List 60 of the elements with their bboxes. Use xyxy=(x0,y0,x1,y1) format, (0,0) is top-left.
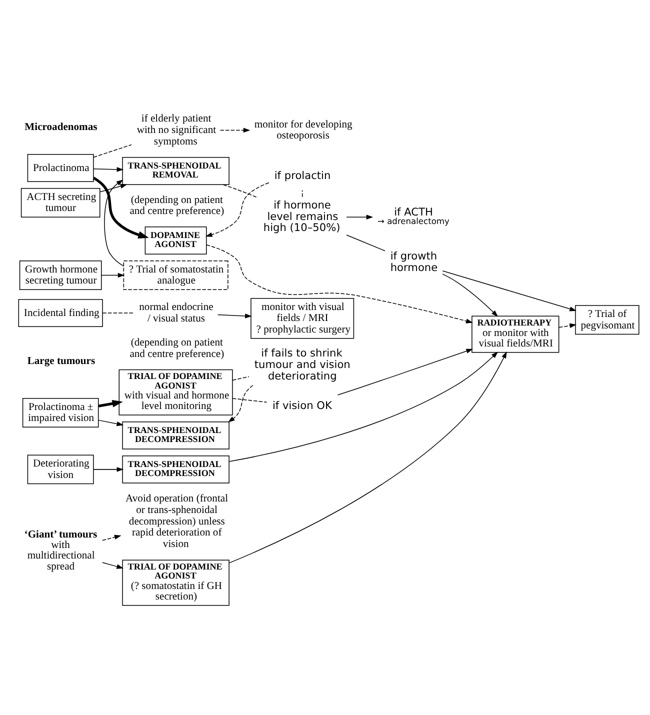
connector xyxy=(232,376,250,380)
label: (depending on patient and centre preference) xyxy=(130,337,224,360)
node-box: RADIOTHERAPY or monitor with visual fields/MRI xyxy=(472,315,560,352)
arrow xyxy=(337,348,473,395)
connector xyxy=(102,312,134,313)
node-text: normal endocrine / visual status xyxy=(139,302,214,324)
connector xyxy=(222,184,258,198)
arrow xyxy=(104,179,124,266)
node-text: if fails to shrink tumour and vision deteriorating xyxy=(254,347,350,382)
node-text: ‘Giant’ tumours with multidirectional spread xyxy=(24,529,98,572)
node-box: Deteriorating vision xyxy=(27,454,94,484)
node-text: Avoid operation (frontal or trans-sphenoidal decompression) unless rapid deterioration of vision xyxy=(126,493,228,550)
node-text: if ACTH → adrenalectomy xyxy=(378,206,450,226)
arrow xyxy=(102,534,122,540)
node-box: ACTH secreting tumour xyxy=(20,188,100,217)
arrow xyxy=(98,399,123,407)
arrow xyxy=(228,350,507,563)
node-box: Prolactinoma xyxy=(27,154,94,182)
arrow xyxy=(93,166,124,172)
arrow xyxy=(100,183,128,192)
connector xyxy=(232,398,268,402)
node-text: if growth hormone xyxy=(390,250,438,274)
arrow xyxy=(102,562,124,568)
arrow xyxy=(228,351,498,462)
arrow xyxy=(92,176,149,238)
node-text: if vision OK xyxy=(272,399,332,412)
node-box: TRIAL OF DOPAMINE AGONIST with visual and hormone level monitoring xyxy=(118,368,233,415)
arrow xyxy=(93,466,124,472)
node-box: TRANS-SPHENOIDAL DECOMPRESSION xyxy=(122,454,230,483)
node-box: TRIAL OF DOPAMINE AGONIST (? somatostatin if GH secretion) xyxy=(122,559,230,606)
node-box: ? Trial of pegvisomant xyxy=(575,304,640,334)
label: Large tumours xyxy=(27,356,96,367)
connector xyxy=(93,144,132,158)
node-box: Growth hormone secreting tumour xyxy=(19,260,102,290)
node-text: if elderly patient with no significant symptoms xyxy=(136,113,216,147)
node-text: monitor for developing osteoporosis xyxy=(254,118,352,142)
node-text: if prolactin xyxy=(274,170,331,182)
node-text: if hormone level remains high (10–50%) xyxy=(263,199,340,234)
arrow xyxy=(206,244,473,323)
label: Microadenomas xyxy=(24,121,98,132)
arrow xyxy=(217,313,252,318)
arrow xyxy=(558,322,577,328)
node-box: Incidental finding xyxy=(18,298,103,327)
node-box: ? Trial of somatostatin analogue xyxy=(123,260,228,290)
node-box: TRANS-SPHENOIDAL REMOVAL xyxy=(122,156,230,184)
arrow xyxy=(346,214,374,219)
arrow xyxy=(442,270,576,311)
arrow xyxy=(101,272,125,278)
node-box: TRANS-SPHENOIDAL DECOMPRESSION xyxy=(122,420,230,449)
connector xyxy=(302,189,303,197)
arrow xyxy=(205,182,270,236)
node-box: DOPAMINE AGONIST xyxy=(144,226,207,254)
connector xyxy=(346,234,386,251)
arrow xyxy=(220,127,250,132)
node-box: Prolactinoma ± impaired vision xyxy=(22,398,99,427)
arrow xyxy=(442,273,498,316)
arrow xyxy=(228,384,254,422)
node-box: monitor with visual fields / MRI ? prophylactic surgery xyxy=(250,297,354,338)
label: (depending on patient and centre preference) xyxy=(130,194,224,217)
arrow xyxy=(98,419,124,426)
